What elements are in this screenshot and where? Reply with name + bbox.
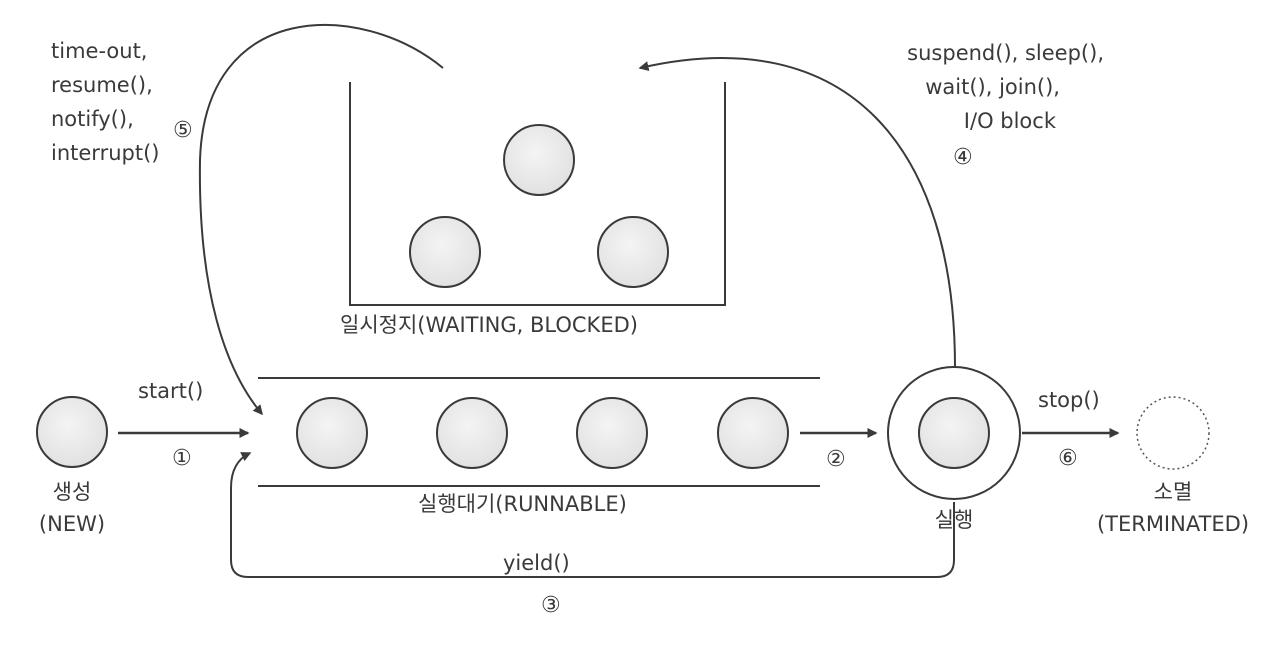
waiting-thread-node [503, 124, 575, 196]
new-state-label: 생성 [52, 480, 92, 504]
yield-method-label: yield() [503, 551, 570, 575]
waiting-thread-node [597, 216, 669, 288]
start-step-number: ① [172, 446, 192, 471]
runnable-state-label: 실행대기(RUNNABLE) [418, 492, 627, 516]
waiting-pool-container [349, 82, 726, 306]
runnable-thread-node [717, 397, 789, 469]
terminated-state-node [1136, 396, 1210, 470]
runnable-thread-node [576, 397, 648, 469]
resume-method-line-1: time-out, [51, 39, 148, 63]
waiting-thread-node [409, 216, 481, 288]
resume-method-line-4: interrupt() [51, 141, 160, 165]
block-method-line-1: suspend(), sleep(), [907, 41, 1104, 65]
new-state-node [36, 396, 108, 468]
dispatch-step-number: ② [826, 447, 846, 472]
stop-step-number: ⑥ [1058, 446, 1078, 471]
running-thread-node [918, 397, 990, 469]
resume-arrow [198, 23, 444, 416]
resume-step-number: ⑤ [173, 118, 193, 143]
resume-method-line-3: notify(), [51, 107, 134, 131]
runnable-thread-node [436, 397, 508, 469]
runnable-thread-node [296, 397, 368, 469]
terminated-state-label: 소멸 [1153, 480, 1193, 504]
block-step-number: ④ [953, 145, 973, 170]
yield-step-number: ③ [541, 593, 561, 618]
running-state-label: 실행 [934, 508, 974, 532]
start-method-label: start() [138, 379, 204, 403]
stop-method-label: stop() [1038, 388, 1100, 412]
block-method-line-3: I/O block [963, 109, 1056, 133]
yield-arrow [230, 452, 955, 578]
terminated-state-sublabel: (TERMINATED) [1096, 512, 1250, 536]
block-arrow [638, 57, 956, 368]
waiting-state-label: 일시정지(WAITING, BLOCKED) [340, 313, 638, 337]
block-method-line-2: wait(), join(), [925, 75, 1060, 99]
resume-method-line-2: resume(), [51, 73, 153, 97]
new-state-sublabel: (NEW) [38, 512, 106, 536]
